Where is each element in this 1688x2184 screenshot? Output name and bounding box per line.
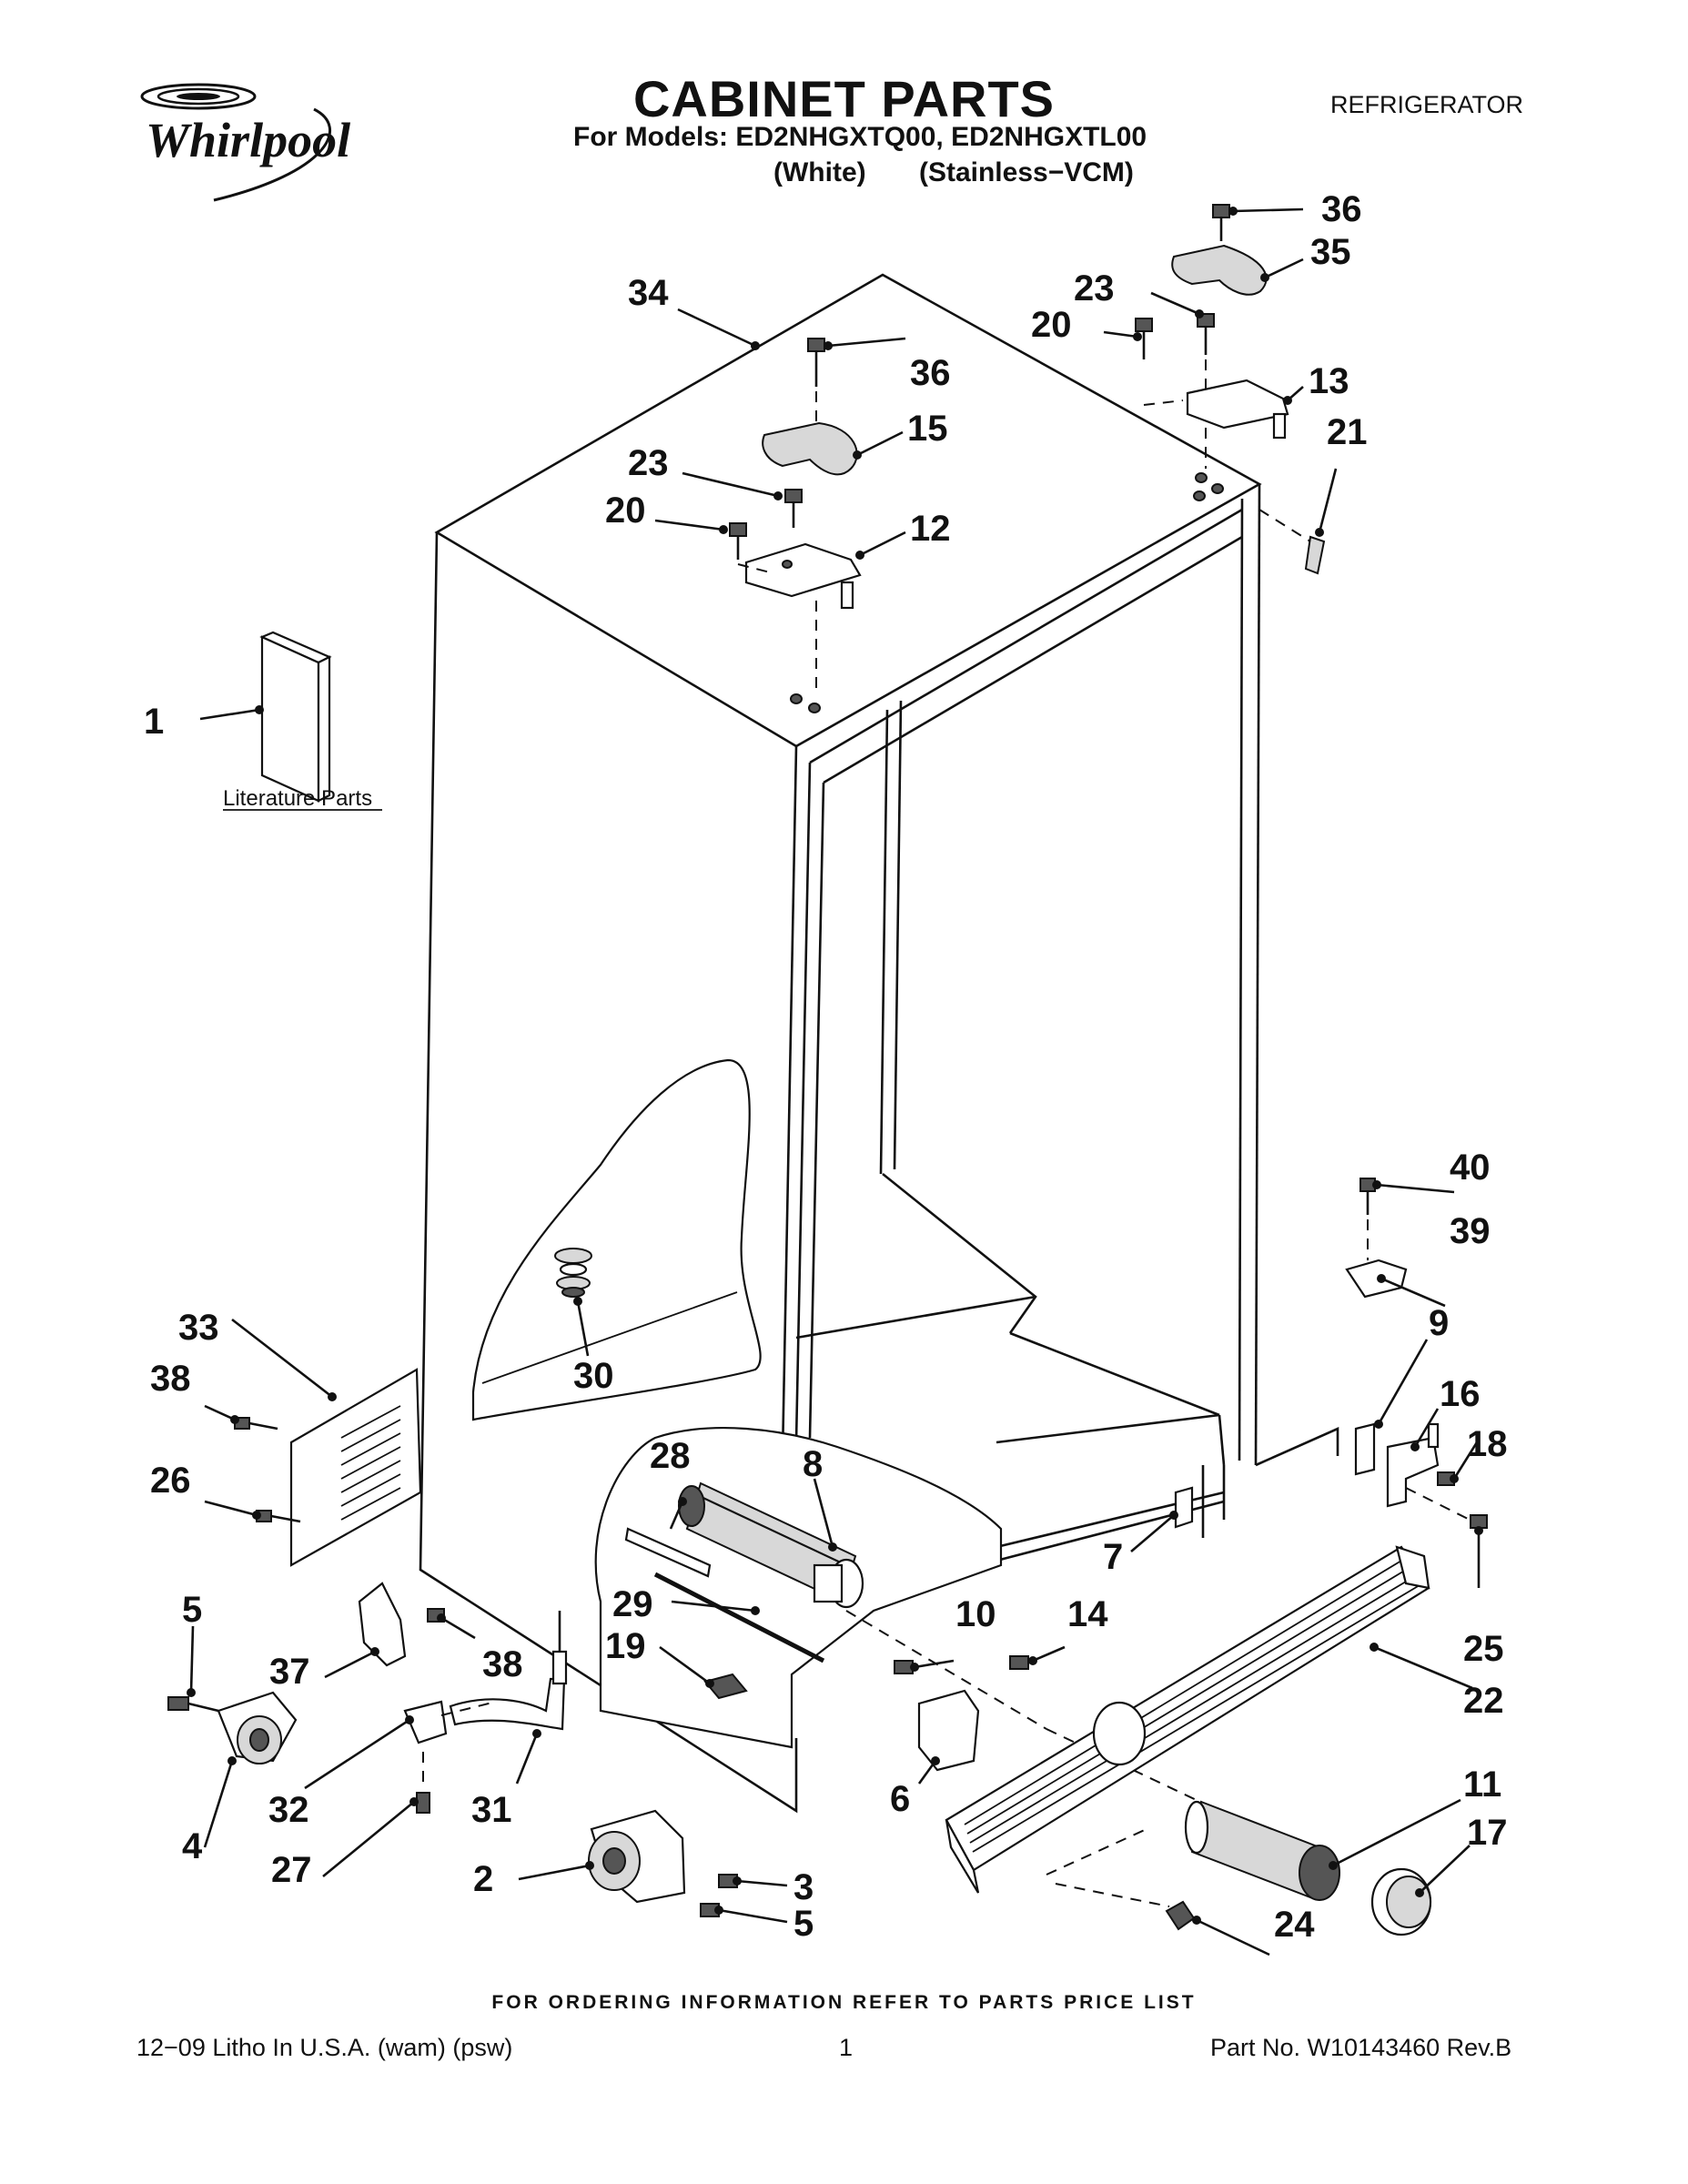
roller-4 (167, 1691, 298, 1764)
callout-36-left: 36 (910, 353, 951, 393)
callout-arrowheads (187, 207, 1483, 1925)
callout-30: 30 (573, 1356, 614, 1396)
callout-numbers: 1 2 3 4 5 5 6 7 8 9 10 11 12 13 14 15 16… (144, 189, 1508, 1945)
models-line: For Models: ED2NHGXTQ00, ED2NHGXTL00 (573, 122, 1147, 152)
hinge-12 (744, 542, 862, 610)
callout-9: 9 (1429, 1303, 1449, 1343)
callout-18: 18 (1467, 1424, 1508, 1464)
logo-text: Whirlpool (146, 113, 350, 167)
callout-1: 1 (144, 702, 164, 742)
callout-5-top: 5 (182, 1590, 202, 1630)
hinge-pin-21 (1304, 535, 1326, 575)
screws-right-top (1135, 204, 1230, 359)
page-number: 1 (839, 2034, 854, 2061)
bracket-6 (917, 1689, 980, 1772)
callout-37: 37 (269, 1652, 310, 1692)
callout-20-right: 20 (1031, 305, 1072, 345)
callout-3: 3 (793, 1867, 814, 1907)
callout-29: 29 (612, 1584, 653, 1624)
callout-31: 31 (471, 1790, 512, 1830)
callout-25: 25 (1463, 1629, 1504, 1669)
callout-7: 7 (1103, 1537, 1123, 1577)
callout-2: 2 (473, 1859, 493, 1899)
screw-14 (1009, 1655, 1029, 1670)
literature-parts-label: Literature Parts (223, 786, 372, 811)
callout-19: 19 (605, 1626, 646, 1666)
callout-21: 21 (1327, 412, 1368, 452)
callout-6: 6 (890, 1779, 910, 1819)
callout-11: 11 (1463, 1764, 1501, 1805)
category-label: REFRIGERATOR (1330, 91, 1524, 118)
hinge-cover-35 (1171, 244, 1268, 296)
callout-32: 32 (268, 1790, 309, 1830)
callout-28: 28 (650, 1436, 691, 1476)
callout-36-right: 36 (1321, 189, 1362, 229)
callout-26: 26 (150, 1461, 191, 1501)
clip-32 (403, 1700, 448, 1744)
callout-35: 35 (1310, 232, 1351, 272)
screw-27 (416, 1792, 430, 1814)
drain-block (703, 1673, 748, 1700)
litho-line: 12−09 Litho In U.S.A. (wam) (psw) (136, 2034, 513, 2061)
callout-20-left: 20 (605, 490, 646, 531)
callout-leaders (189, 207, 1481, 1956)
callout-39: 39 (1450, 1211, 1491, 1251)
water-line-31 (449, 1677, 566, 1731)
bracket-7 (1174, 1486, 1194, 1529)
filter-cap-17 (1370, 1867, 1432, 1936)
page-title: CABINET PARTS (632, 70, 1056, 127)
callout-8: 8 (803, 1444, 823, 1484)
callout-24: 24 (1274, 1905, 1315, 1945)
callout-34: 34 (628, 273, 669, 313)
callout-40: 40 (1450, 1148, 1491, 1188)
callout-23-right: 23 (1074, 268, 1115, 308)
callout-5-bottom: 5 (793, 1904, 814, 1944)
base-grille-22 (945, 1545, 1430, 1894)
heater-rod (653, 1572, 825, 1663)
callout-22: 22 (1463, 1681, 1504, 1721)
callout-4: 4 (182, 1826, 203, 1866)
callout-12: 12 (910, 509, 951, 549)
callout-17: 17 (1467, 1813, 1508, 1853)
callout-38-bottom: 38 (482, 1644, 523, 1684)
hinge-13 (1186, 379, 1289, 440)
callout-14: 14 (1067, 1594, 1108, 1634)
hinge-plate-9 (1354, 1422, 1376, 1476)
callout-33: 33 (178, 1308, 219, 1348)
clamp-37 (358, 1582, 407, 1667)
clip-24 (1165, 1900, 1196, 1931)
fill-tube (624, 1527, 712, 1578)
hinge-cover-15 (762, 421, 858, 476)
ice-maker-assembly (678, 1481, 864, 1609)
callout-10: 10 (955, 1594, 996, 1634)
callout-38-top: 38 (150, 1359, 191, 1399)
literature-booklet (259, 631, 332, 803)
roller-2 (588, 1809, 738, 1917)
cutaway-inner-liner (471, 1058, 762, 1421)
callout-23-left: 23 (628, 443, 669, 483)
drain-grommet (554, 1248, 592, 1298)
whirlpool-logo: Whirlpool (127, 73, 400, 214)
hinge-shim-39 (1345, 1259, 1408, 1299)
callout-15: 15 (907, 409, 948, 449)
whirlpool-swirl-icon: Whirlpool (140, 83, 350, 202)
screw-25 (1470, 1514, 1488, 1529)
callout-16: 16 (1440, 1374, 1481, 1414)
callout-27: 27 (271, 1850, 312, 1890)
water-filter-11 (1184, 1800, 1340, 1901)
ordering-note: FOR ORDERING INFORMATION REFER TO PARTS … (491, 1992, 1197, 2013)
rear-grille (289, 1368, 422, 1567)
variants-line: (White) (Stainless−VCM) (773, 157, 1134, 187)
callout-13: 13 (1309, 361, 1349, 401)
part-number: Part No. W10143460 Rev.B (1210, 2034, 1512, 2061)
